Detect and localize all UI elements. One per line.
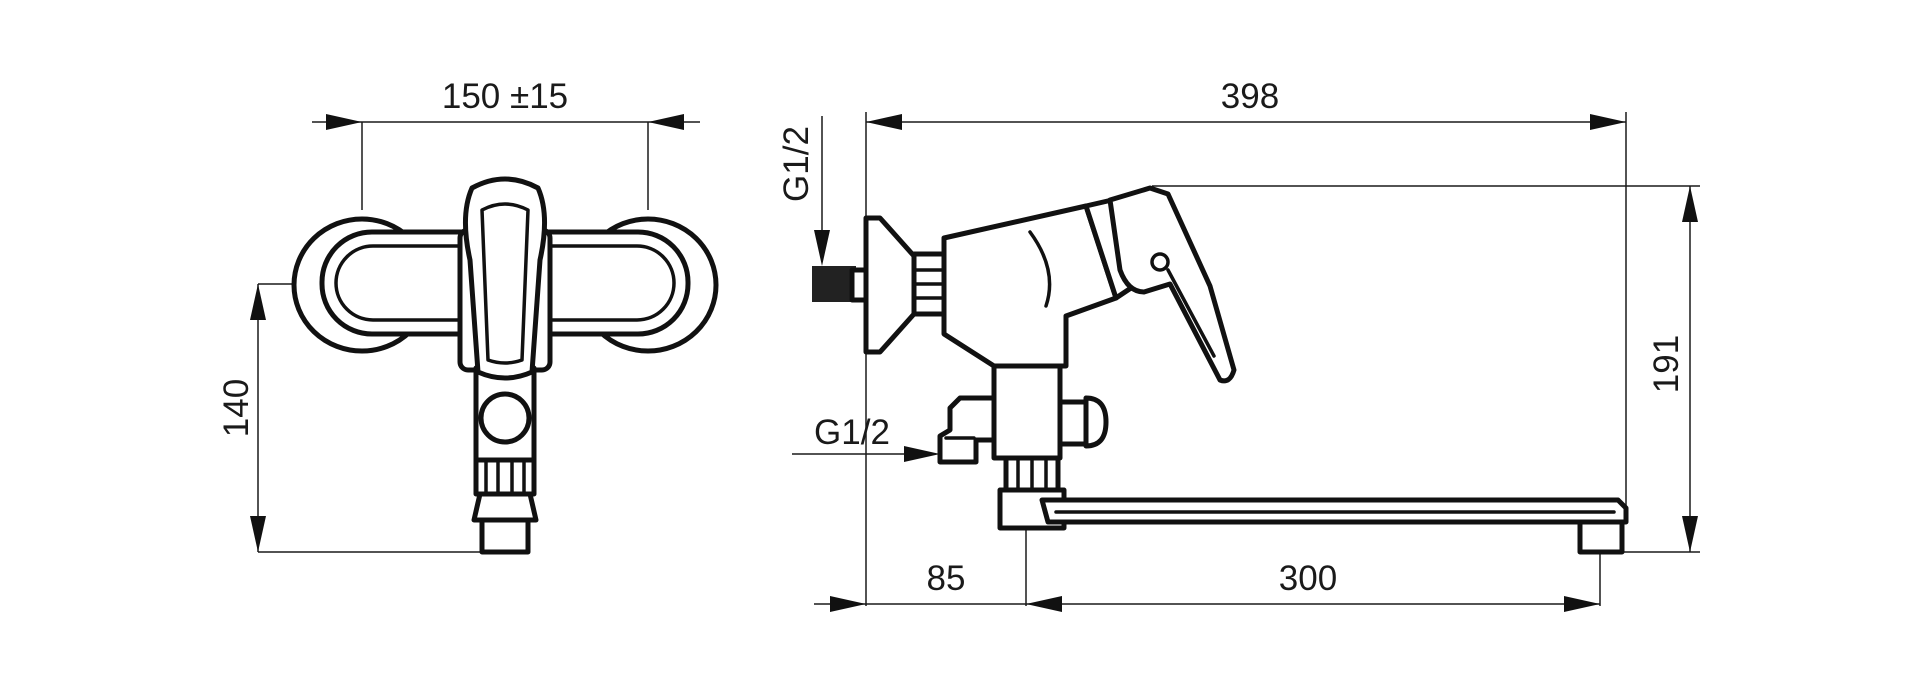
bottom-inlet-callout: G1/2 — [792, 413, 940, 462]
bottom-inlet-thread-label: G1/2 — [814, 413, 890, 452]
faucet-side-body — [812, 185, 1629, 555]
dimension-total-height: 191 — [1152, 185, 1700, 553]
front-view: 150 ±15 140 — [217, 77, 719, 555]
height-dimension-label: 140 — [217, 379, 256, 437]
total-length-label: 398 — [1221, 77, 1279, 116]
dimension-total-length: 398 — [865, 77, 1627, 606]
wall-offset-label: 85 — [927, 559, 966, 598]
spout-length-label: 300 — [1279, 559, 1337, 598]
dimension-width: 150 ±15 — [312, 77, 700, 210]
dimension-height: 140 — [217, 283, 480, 553]
total-height-label: 191 — [1647, 335, 1686, 393]
width-dimension-label: 150 ±15 — [442, 77, 568, 116]
top-inlet-thread-label: G1/2 — [777, 126, 816, 202]
top-inlet-callout: G1/2 — [777, 116, 830, 266]
faucet-front-body — [291, 176, 719, 555]
dimension-bottom: 85 300 — [814, 530, 1601, 612]
side-view: G1/2 398 191 G1/2 — [777, 77, 1700, 612]
